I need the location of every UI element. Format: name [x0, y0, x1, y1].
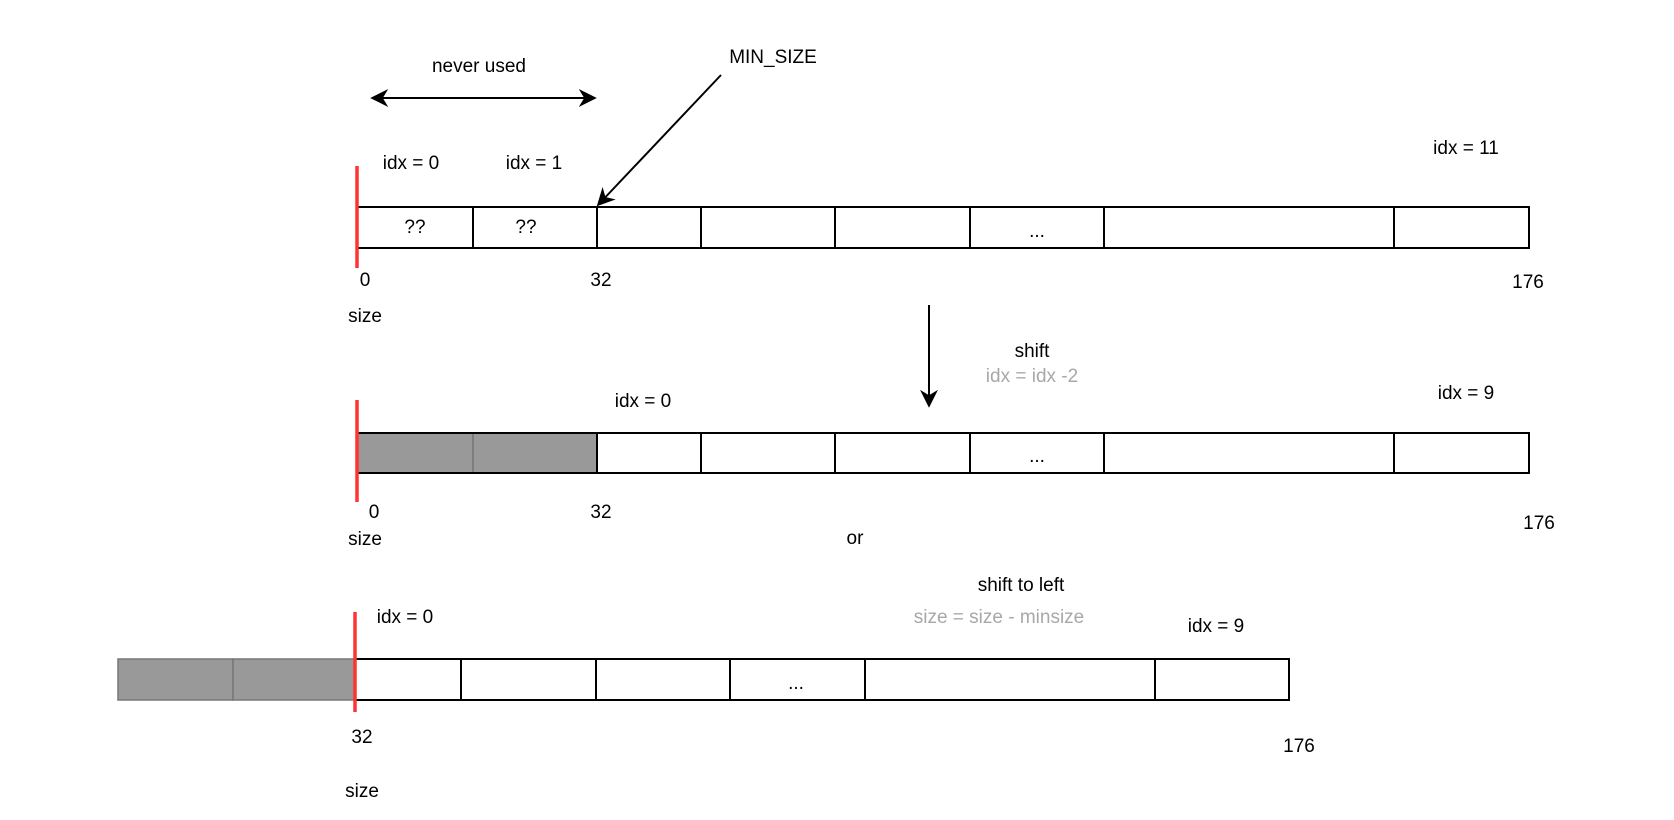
- ellipsis: ...: [788, 673, 804, 694]
- array-cell: [969, 432, 1105, 474]
- array-cell: [834, 206, 971, 249]
- never-used-label: never used: [432, 56, 526, 77]
- unused-cell: [117, 658, 234, 701]
- idx-9-label: idx = 9: [1438, 383, 1495, 404]
- array-cell: [460, 658, 597, 701]
- row-shifted-index: idx = 0 idx = 9 ... 0 32 176 size or: [348, 383, 1555, 550]
- array-cell: [596, 206, 702, 249]
- cell-unknown-0: ??: [404, 217, 425, 238]
- tick-0: 0: [369, 502, 380, 523]
- tick-176: 176: [1283, 736, 1315, 757]
- shift-formula: idx = idx -2: [986, 366, 1078, 387]
- array-cell: [864, 658, 1156, 701]
- min-size-arrow: [596, 74, 722, 207]
- ellipsis: ...: [1029, 446, 1045, 467]
- cell-unknown-1: ??: [515, 217, 536, 238]
- unused-cell: [472, 432, 598, 474]
- array-cell: [729, 658, 866, 701]
- array-cell: [472, 206, 598, 249]
- unused-cell: [232, 658, 356, 701]
- array-cell: [595, 658, 731, 701]
- unused-cell: [356, 432, 474, 474]
- size-formula: size = size - minsize: [914, 607, 1085, 628]
- row-shifted-left: shift to left size = size - minsize idx …: [117, 575, 1315, 802]
- row-original-array: never used MIN_SIZE idx = 0 idx = 1 idx …: [348, 47, 1544, 327]
- array-cell: [969, 206, 1105, 249]
- array-cell: [1393, 206, 1530, 249]
- array-cell: [700, 432, 836, 474]
- array-cell: [1154, 658, 1290, 701]
- idx-0-label: idx = 0: [377, 607, 434, 628]
- array-cell: [1103, 432, 1395, 474]
- tick-0: 0: [360, 270, 371, 291]
- size-label: size: [348, 306, 382, 327]
- tick-32: 32: [351, 727, 372, 748]
- ellipsis: ...: [1029, 221, 1045, 242]
- min-size-label: MIN_SIZE: [729, 47, 817, 68]
- tick-176: 176: [1523, 513, 1555, 534]
- tick-176: 176: [1512, 272, 1544, 293]
- idx-0-label: idx = 0: [615, 391, 672, 412]
- array-cell: [700, 206, 836, 249]
- idx-1-label: idx = 1: [506, 153, 563, 174]
- shift-label: shift: [1015, 341, 1051, 362]
- array-cell: [1393, 432, 1530, 474]
- idx-11-label: idx = 11: [1433, 138, 1499, 159]
- array-cell: [1103, 206, 1395, 249]
- size-label: size: [345, 781, 379, 802]
- size-label: size: [348, 529, 382, 550]
- shift-transition: shift idx = idx -2: [920, 305, 1078, 408]
- shift-left-label: shift to left: [978, 575, 1065, 596]
- array-cell: [596, 432, 702, 474]
- idx-0-label: idx = 0: [383, 153, 440, 174]
- array-cell: [354, 658, 462, 701]
- array-cell: [834, 432, 971, 474]
- or-label: or: [847, 528, 865, 549]
- tick-32: 32: [590, 502, 611, 523]
- tick-32: 32: [590, 270, 611, 291]
- idx-9-label: idx = 9: [1188, 616, 1245, 637]
